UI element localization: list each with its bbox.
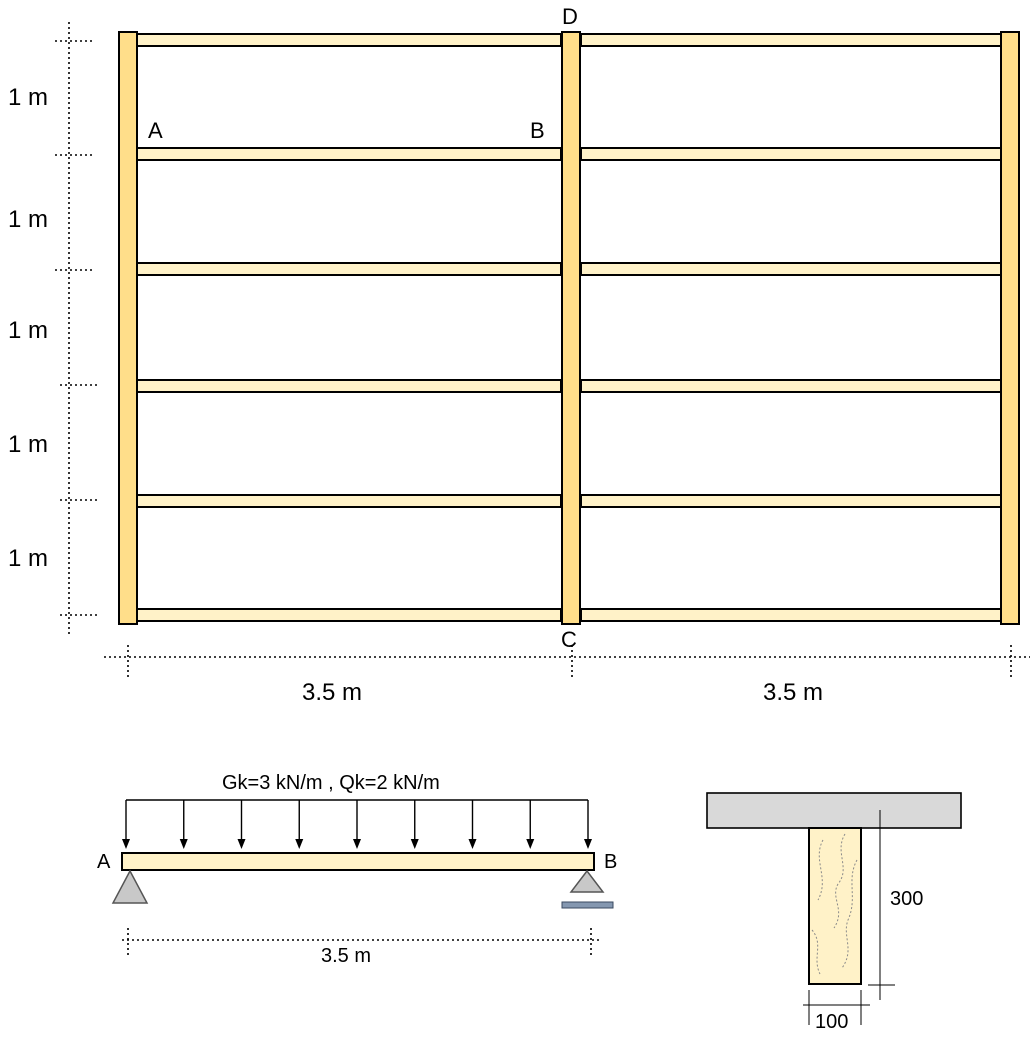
node-label-c: C: [561, 627, 577, 652]
horizontal-dimension: 3.5 m 3.5 m: [104, 645, 1030, 706]
timber-web: [808, 827, 862, 985]
load-arrow-head-icon: [295, 839, 304, 849]
load-arrow-head-icon: [179, 839, 188, 849]
joist-right-1: [580, 33, 1002, 47]
load-arrow-head-icon: [526, 839, 535, 849]
frame-plan: A B D C 1 m 1 m 1 m 1 m 1 m 3.5 m 3.5 m: [8, 4, 1030, 706]
joist-left-4: [136, 379, 562, 393]
load-arrow-head-icon: [468, 839, 477, 849]
spacing-label-2: 1 m: [8, 206, 48, 233]
wood-grain: [811, 833, 858, 975]
vertical-dimension: 1 m 1 m 1 m 1 m 1 m: [8, 22, 97, 635]
joist-right-2: [580, 147, 1002, 161]
beam-span-label: 3.5 m: [321, 945, 371, 967]
joist-right-3: [580, 262, 1002, 276]
beam-left: [118, 31, 138, 625]
beam-diagram: Gk=3 kN/m , Qk=2 kN/m A B 3.5 m: [97, 772, 617, 967]
node-label-d: D: [562, 4, 578, 29]
joist-left-5: [136, 494, 562, 508]
pin-support-icon: [111, 869, 149, 904]
spacing-label-3: 1 m: [8, 317, 48, 344]
joist-right-5: [580, 494, 1002, 508]
roller-base: [561, 901, 614, 909]
roller-support-icon: [569, 869, 605, 893]
node-label-a: A: [148, 118, 163, 143]
spacing-label-5: 1 m: [8, 545, 48, 572]
span-label-right: 3.5 m: [763, 679, 823, 706]
spacing-label-4: 1 m: [8, 431, 48, 458]
load-label: Gk=3 kN/m , Qk=2 kN/m: [222, 772, 440, 794]
beam-right: [1000, 31, 1020, 625]
support-beams: [118, 31, 1020, 625]
load-arrow-head-icon: [122, 839, 130, 849]
beam-member: [121, 852, 595, 871]
load-arrow-head-icon: [584, 839, 592, 849]
joist-left-6: [136, 608, 562, 622]
beam-end-a: A: [97, 851, 111, 873]
section-width-label: 100: [815, 1011, 848, 1033]
joist-left-1: [136, 33, 562, 47]
beam-end-b: B: [604, 851, 617, 873]
slab: [706, 792, 962, 829]
joist-right-6: [580, 608, 1002, 622]
load-arrow-head-icon: [353, 839, 361, 849]
beam-middle: [561, 31, 581, 625]
load-arrows: [122, 800, 592, 849]
cross-section: 300 100: [706, 792, 962, 1033]
section-depth-label: 300: [890, 888, 923, 910]
load-arrow-head-icon: [410, 839, 419, 849]
spacing-label-1: 1 m: [8, 84, 48, 111]
load-arrow-head-icon: [237, 839, 246, 849]
joist-left-3: [136, 262, 562, 276]
joist-left-2: [136, 147, 562, 161]
node-label-b: B: [530, 118, 545, 143]
joist-right-4: [580, 379, 1002, 393]
span-label-left: 3.5 m: [302, 679, 362, 706]
